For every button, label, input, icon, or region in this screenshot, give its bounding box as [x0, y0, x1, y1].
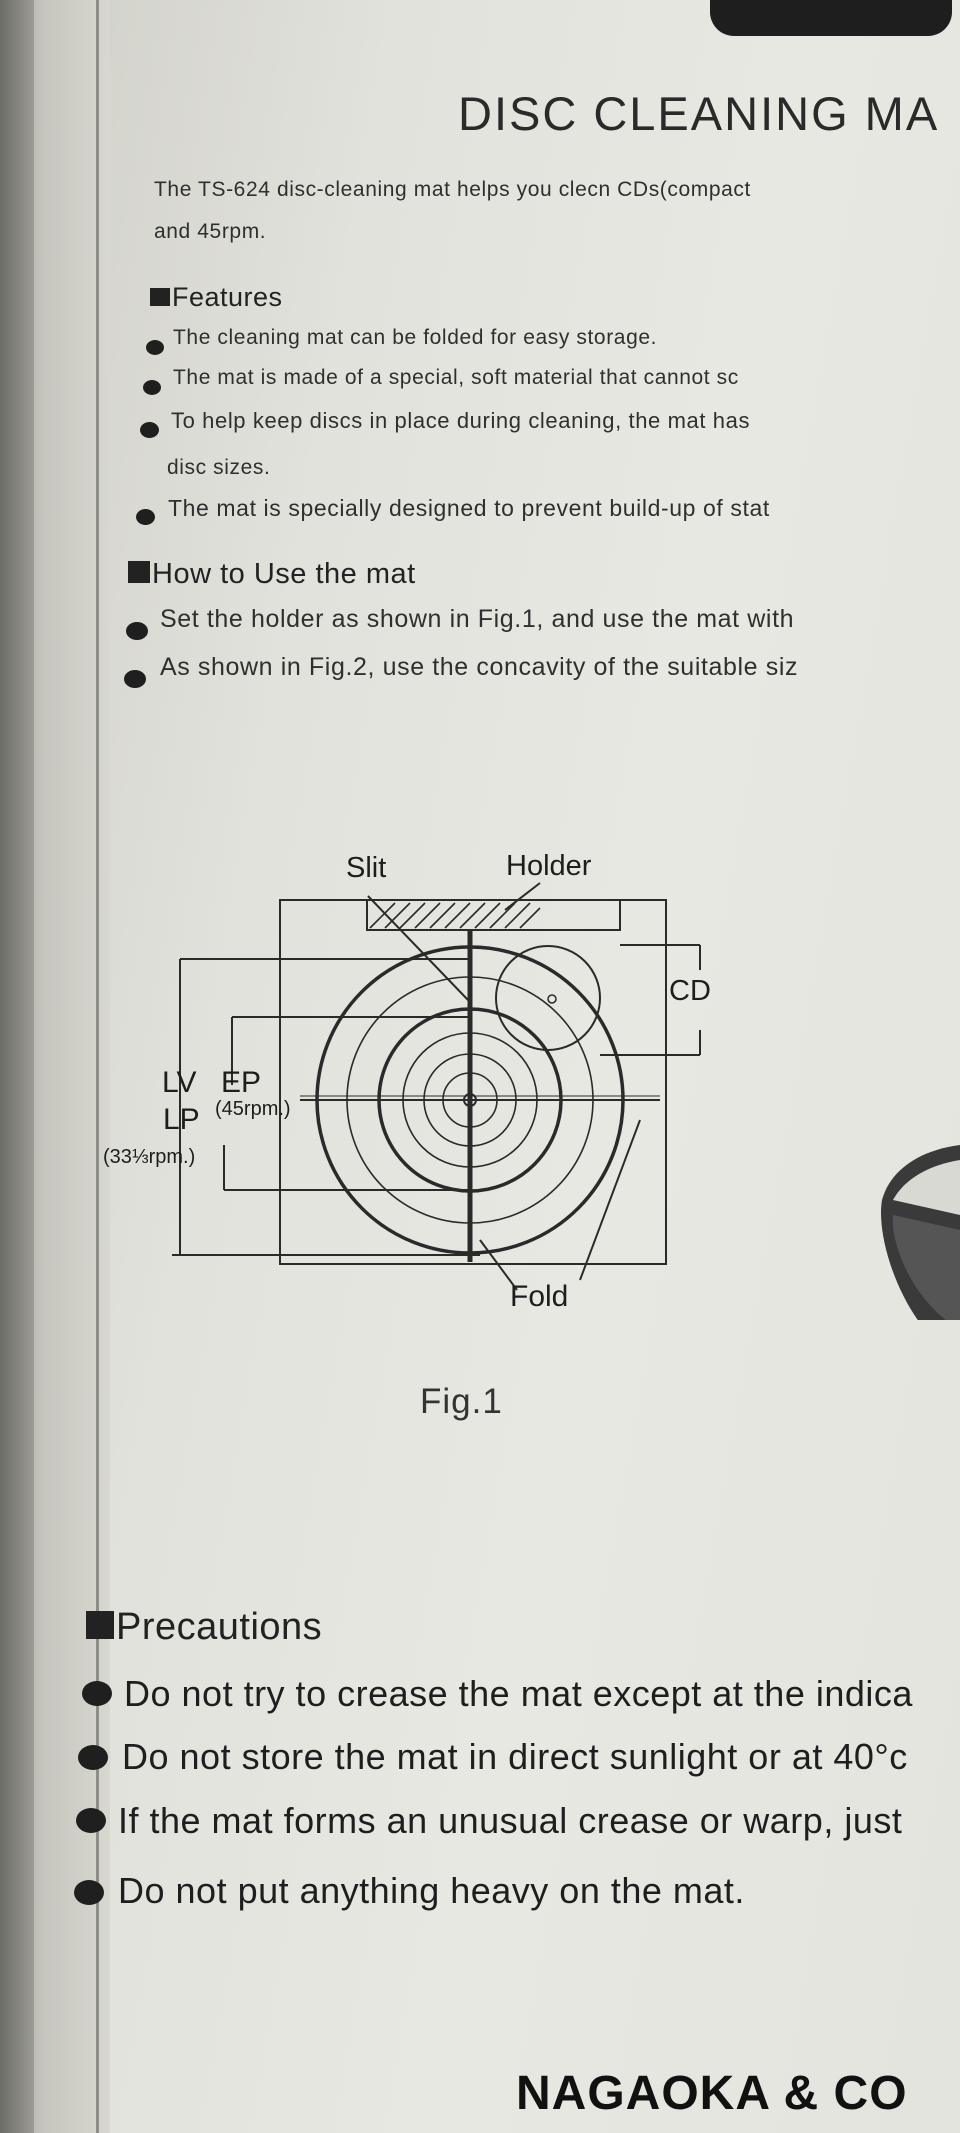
bullet-icon [140, 422, 159, 438]
precautions-heading: Precautions [86, 1606, 322, 1649]
label-fold: Fold [510, 1280, 569, 1313]
feature-item-3: To help keep discs in place during clean… [171, 408, 751, 433]
figure-1-diagram [172, 882, 960, 1320]
how-to-use-heading: How to Use the mat [128, 558, 416, 591]
company-footer: NAGAOKA & CO [516, 2067, 908, 2120]
bullet-icon [74, 1880, 104, 1905]
label-lp: LP [163, 1103, 200, 1136]
figure-2-fragment [881, 1145, 960, 1320]
feature-item-2: The mat is made of a special, soft mater… [173, 366, 739, 389]
page-edge-line [96, 0, 99, 2133]
mat-outline [279, 899, 667, 1265]
precaution-item-1: Do not try to crease the mat except at t… [124, 1673, 913, 1714]
precaution-item-2: Do not store the mat in direct sunlight … [122, 1736, 908, 1777]
how-to-item-2: As shown in Fig.2, use the concavity of … [160, 653, 799, 681]
features-heading: Features [150, 282, 283, 313]
holder-outline [366, 899, 621, 931]
feature-item-3-cont: disc sizes. [167, 456, 271, 479]
section-square-icon [86, 1611, 114, 1639]
bullet-icon [78, 1745, 108, 1770]
figure-1-caption: Fig.1 [420, 1382, 503, 1421]
label-ep-speed: (45rpm.) [215, 1098, 291, 1120]
bullet-icon [143, 380, 161, 395]
feature-item-4: The mat is specially designed to prevent… [168, 495, 770, 521]
label-slit: Slit [346, 852, 387, 884]
precaution-item-3: If the mat forms an unusual crease or wa… [118, 1800, 903, 1841]
bullet-icon [124, 670, 146, 688]
bullet-icon [82, 1681, 112, 1706]
bullet-icon [136, 509, 155, 525]
how-to-item-1: Set the holder as shown in Fig.1, and us… [160, 605, 795, 633]
bullet-icon [146, 340, 164, 355]
cd-circle [495, 945, 601, 1051]
label-holder: Holder [506, 850, 592, 882]
intro-line-1: The TS-624 disc-cleaning mat helps you c… [154, 178, 751, 201]
label-ep: EP [221, 1066, 262, 1099]
feature-item-1: The cleaning mat can be folded for easy … [173, 326, 658, 349]
page-title: DISC CLEANING MA [458, 87, 940, 140]
label-lv: LV [162, 1066, 197, 1099]
label-lp-speed: (33⅓rpm.) [103, 1146, 196, 1168]
bullet-icon [126, 622, 148, 640]
intro-line-2: and 45rpm. [154, 220, 267, 243]
bullet-icon [76, 1808, 106, 1833]
top-tab [710, 0, 952, 36]
precaution-item-4: Do not put anything heavy on the mat. [118, 1870, 745, 1911]
binder-shadow [0, 0, 34, 2133]
section-square-icon [150, 288, 170, 306]
section-square-icon [128, 561, 150, 583]
label-cd: CD [669, 975, 711, 1007]
